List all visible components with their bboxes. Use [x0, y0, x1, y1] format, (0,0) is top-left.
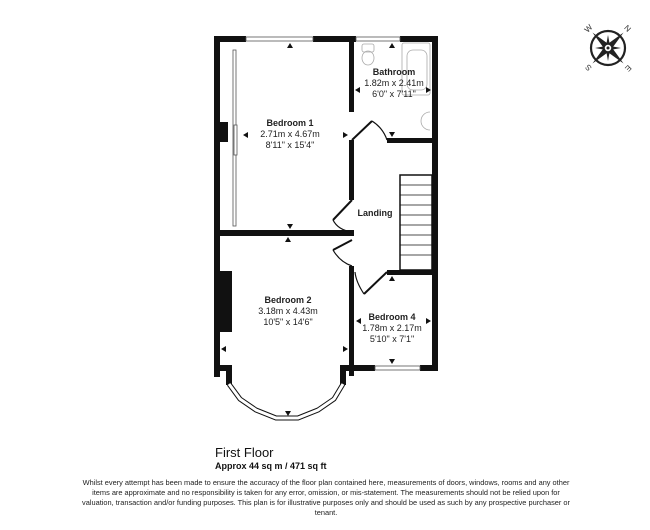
toilet-icon — [361, 50, 375, 66]
compass-e: E — [623, 63, 633, 73]
room-imperial: 8'11" x 15'4" — [266, 140, 315, 150]
stairs — [399, 174, 433, 271]
compass-rose-icon: W E S N — [583, 22, 634, 73]
sink-icon — [420, 111, 431, 131]
bath-icon — [401, 42, 431, 96]
room-imperial: 5'10" x 7'1" — [370, 334, 414, 344]
floor-title: First Floor — [215, 445, 274, 460]
room-landing: Landing — [358, 208, 393, 218]
room-name: Bedroom 4 — [368, 312, 415, 322]
chimney-breast — [220, 122, 228, 142]
room-name: Bathroom — [373, 67, 416, 77]
compass-n: N — [622, 23, 633, 34]
room-metric: 1.78m x 2.17m — [362, 323, 422, 333]
windows — [226, 36, 421, 421]
compass-s: S — [583, 62, 593, 72]
room-metric: 3.18m x 4.43m — [258, 306, 318, 316]
room-name: Landing — [358, 208, 393, 218]
room-metric: 1.82m x 2.41m — [364, 78, 424, 88]
compass-w: W — [583, 22, 595, 34]
room-name: Bedroom 1 — [266, 118, 313, 128]
doors — [332, 120, 388, 295]
floor-area: Approx 44 sq m / 471 sq ft — [215, 461, 327, 471]
chimney-breast — [220, 271, 232, 332]
measurement-arrows — [221, 43, 431, 416]
room-bedroom-1: Bedroom 1 2.71m x 4.67m 8'11" x 15'4" — [260, 118, 320, 150]
room-imperial: 10'5" x 14'6" — [263, 317, 312, 327]
room-metric: 2.71m x 4.67m — [260, 129, 320, 139]
disclaimer: Whilst every attempt has been made to en… — [82, 478, 570, 517]
room-name: Bedroom 2 — [264, 295, 311, 305]
room-bedroom-2: Bedroom 2 3.18m x 4.43m 10'5" x 14'6" — [258, 295, 318, 327]
room-bathroom: Bathroom 1.82m x 2.41m 6'0" x 7'11" — [364, 67, 424, 99]
room-imperial: 6'0" x 7'11" — [372, 89, 416, 99]
bathroom-fixtures — [361, 42, 431, 131]
room-bedroom-4: Bedroom 4 1.78m x 2.17m 5'10" x 7'1" — [362, 312, 422, 344]
toilet-icon — [361, 43, 375, 53]
walls — [214, 36, 438, 385]
